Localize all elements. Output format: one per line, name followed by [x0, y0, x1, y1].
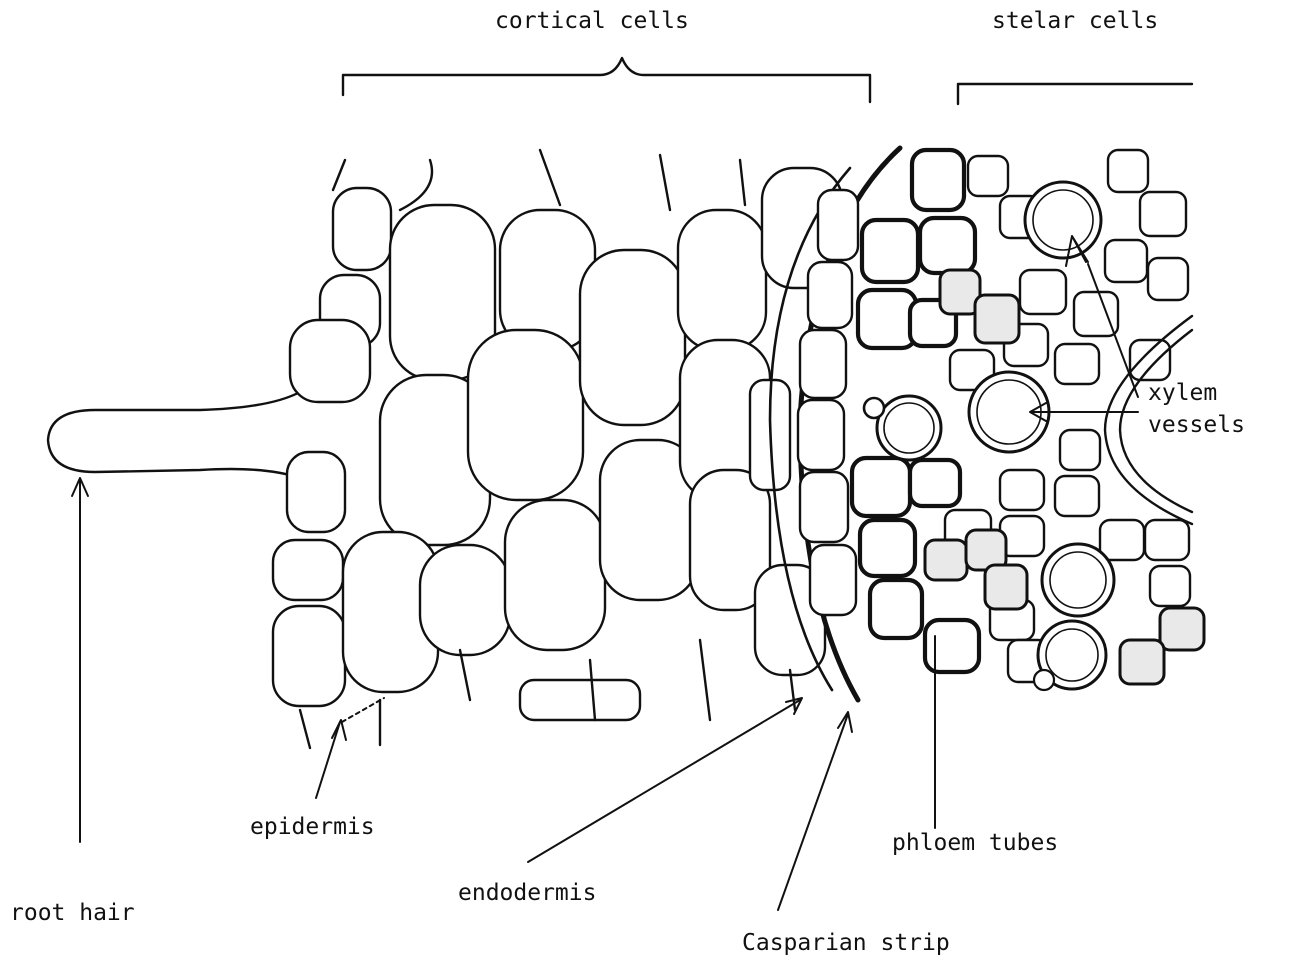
endodermis-label: endodermis — [458, 880, 596, 906]
root-hair-cell — [48, 392, 300, 478]
cortical-cells-label: cortical cells — [495, 8, 689, 34]
casparian-strip-label: Casparian strip — [742, 930, 950, 956]
phloem-tubes-label: phloem tubes — [892, 830, 1058, 856]
xylem-label-line2: vessels — [1148, 412, 1245, 438]
root-hair-label: root hair — [10, 900, 135, 926]
xylem-label-line1: xylem — [1148, 380, 1217, 406]
stelar-cells-bracket — [958, 84, 1192, 104]
stelar-cells-label: stelar cells — [992, 8, 1158, 34]
cortex-cells — [343, 150, 842, 720]
cortical-cells-bracket — [343, 58, 870, 102]
epidermis-label: epidermis — [250, 814, 375, 840]
